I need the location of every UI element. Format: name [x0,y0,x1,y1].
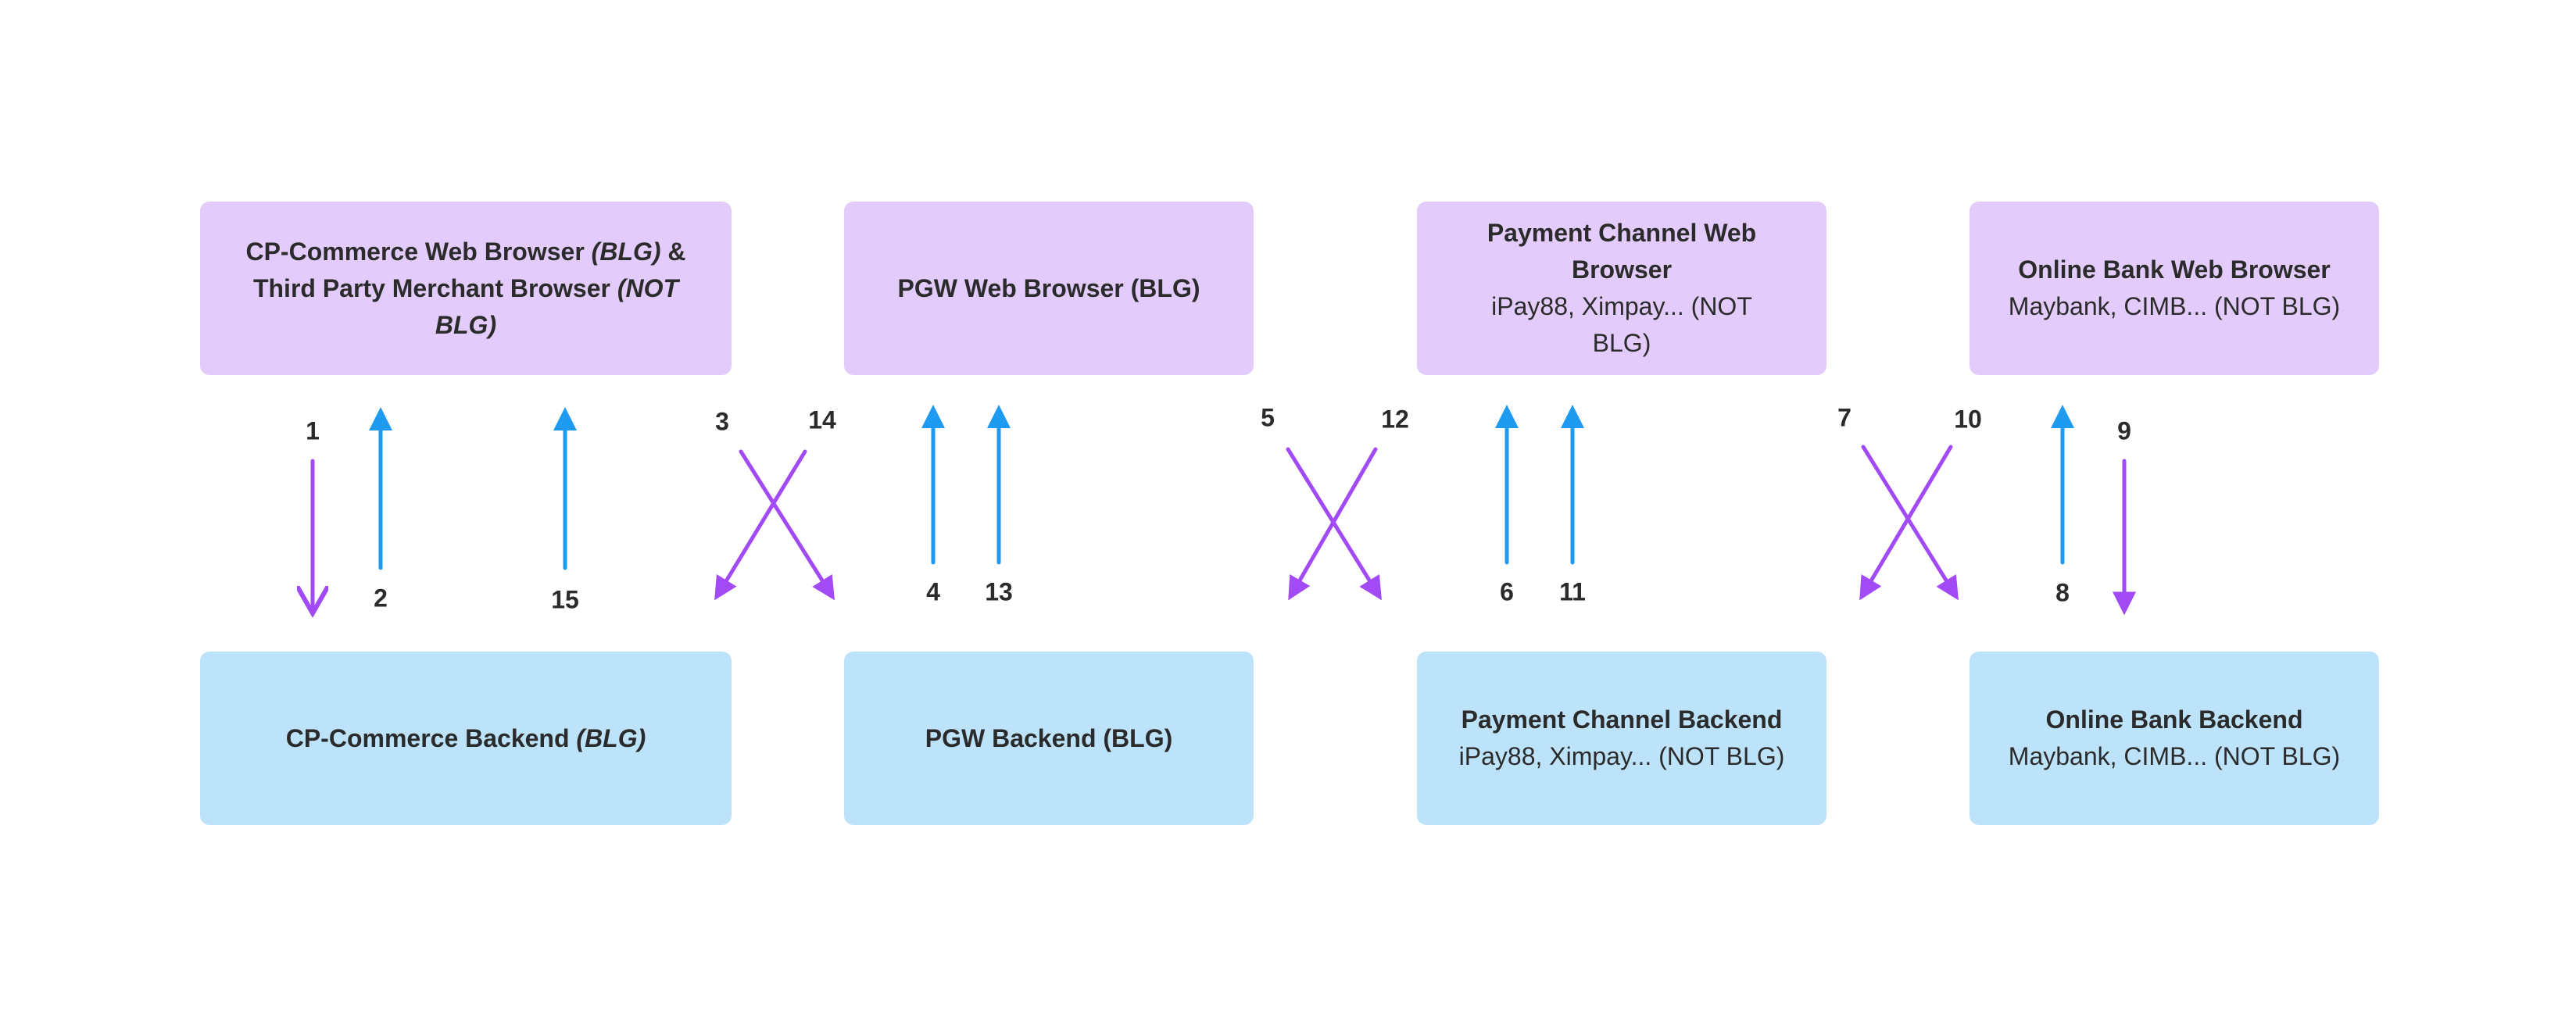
step-label-6: 6 [1500,577,1514,606]
payment-channel-backend-title: Payment Channel Backend [1461,705,1783,734]
pgw-backend-title: PGW Backend (BLG) [925,723,1173,752]
online-bank-backend-title: Online Bank Backend [2045,705,2303,734]
step-label-2: 2 [374,584,388,612]
cp-commerce-backend-box: CP-Commerce Backend (BLG) [200,652,732,825]
online-bank-web-browser-subtitle: Maybank, CIMB... (NOT BLG) [2008,292,2341,320]
step-label-7: 7 [1837,403,1852,432]
step-label-13: 13 [985,577,1013,606]
step-label-5: 5 [1261,403,1275,432]
step-label-11: 11 [1559,577,1586,606]
step-label-12: 12 [1381,405,1409,434]
payment-channel-web-browser-subtitle: iPay88, Ximpay... (NOT BLG) [1491,292,1752,357]
online-bank-backend-box: Online Bank Backend Maybank, CIMB... (NO… [1970,652,2379,825]
step-label-10: 10 [1954,405,1982,434]
arrow-step-3 [739,449,835,601]
step-label-3: 3 [715,407,729,436]
arrow-step-10 [1859,445,1953,601]
step-label-9: 9 [2117,416,2131,445]
payment-channel-backend-subtitle: iPay88, Ximpay... (NOT BLG) [1458,742,1785,770]
online-bank-backend-subtitle: Maybank, CIMB... (NOT BLG) [2008,742,2341,770]
arrow-step-14 [714,449,807,601]
step-label-15: 15 [551,585,579,614]
step-label-14: 14 [808,405,836,434]
pgw-web-browser-box: PGW Web Browser (BLG) [844,202,1254,375]
cp-commerce-web-browser-title: CP-Commerce Web Browser (BLG) & Third Pa… [245,237,686,339]
arrow-step-12 [1288,447,1378,601]
step-label-1: 1 [306,416,320,445]
online-bank-web-browser-title: Online Bank Web Browser [2018,255,2331,284]
payment-channel-web-browser-title: Payment Channel Web Browser [1487,219,1757,284]
arrow-step-7 [1861,445,1959,601]
cp-commerce-web-browser-box: CP-Commerce Web Browser (BLG) & Third Pa… [200,202,732,375]
step-label-8: 8 [2055,578,2070,607]
payment-channel-web-browser-box: Payment Channel Web Browser iPay88, Ximp… [1417,202,1826,375]
cp-commerce-backend-title: CP-Commerce Backend (BLG) [285,723,646,752]
online-bank-web-browser-box: Online Bank Web Browser Maybank, CIMB...… [1970,202,2379,375]
pgw-web-browser-title: PGW Web Browser (BLG) [897,273,1200,302]
payment-channel-backend-box: Payment Channel Backend iPay88, Ximpay..… [1417,652,1826,825]
step-label-4: 4 [926,577,940,606]
pgw-backend-box: PGW Backend (BLG) [844,652,1254,825]
